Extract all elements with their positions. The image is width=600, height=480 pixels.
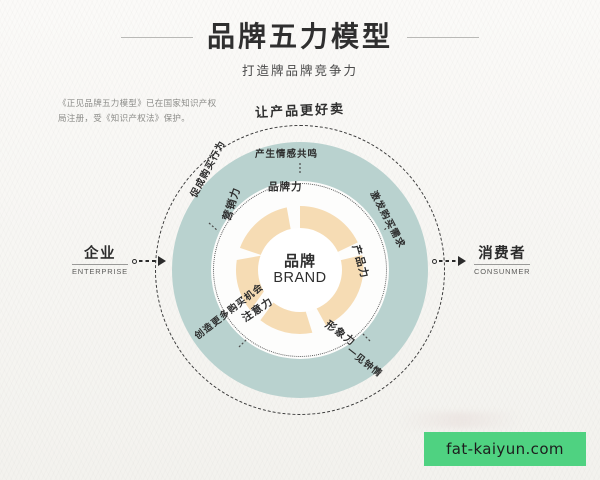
enterprise-arrow-connector (131, 256, 166, 267)
center-label-cn: 品牌 (283, 252, 316, 270)
title-row: 品牌五力模型 (0, 21, 600, 53)
petal-segment-2 (310, 254, 364, 326)
circle-node-icon (131, 258, 137, 264)
arrow-right-icon (157, 256, 166, 267)
legal-note: 《正见品牌五力模型》已在国家知识产权局注册，受《知识产权法》保护。 (58, 98, 217, 123)
inner-label-brand-power: 品牌力 (268, 181, 303, 193)
endpoint-consumer: 消费者 CONSUNMER (432, 246, 531, 277)
title-rule-left (120, 36, 193, 38)
endpoint-consumer-cn: 消费者 (474, 246, 531, 266)
brand-five-force-diagram: 品牌 BRAND 品牌力 产品力 形象力 注意力 营销力 产生情感共鸣 激发购买… (155, 125, 445, 415)
watermark-text: fat-kaiyun.com (446, 440, 564, 458)
endpoint-consumer-text: 消费者 CONSUNMER (474, 246, 531, 277)
dashed-line-icon (138, 260, 156, 262)
label-connectors (208, 163, 393, 348)
page-title: 品牌五力模型 (206, 21, 393, 52)
circle-node-icon (432, 258, 437, 264)
inner-dotted-ring (213, 183, 387, 357)
title-rule-right (407, 36, 479, 38)
outer-label-emotional-resonance: 产生情感共鸣 (255, 149, 319, 160)
header: 品牌五力模型 打造牌品牌竞争力 (0, 21, 600, 79)
endpoint-enterprise-cn: 企业 (72, 246, 128, 266)
endpoint-consumer-en: CONSUNMER (474, 267, 531, 277)
arrow-right-icon (458, 256, 466, 267)
consumer-arrow-connector (432, 256, 466, 267)
watermark-smudge (400, 412, 520, 428)
dashed-line-icon (439, 260, 456, 262)
page-subtitle: 打造牌品牌竞争力 (241, 63, 358, 78)
arc-caption: 让产品更好卖 (254, 101, 346, 120)
center-label-en: BRAND (273, 269, 327, 286)
endpoint-enterprise-text: 企业 ENTERPRISE (72, 246, 128, 276)
endpoint-enterprise: 企业 ENTERPRISE (72, 246, 166, 276)
outer-dashed-ring (155, 125, 445, 415)
watermark-badge: fat-kaiyun.com (424, 432, 586, 466)
endpoint-enterprise-en: ENTERPRISE (72, 267, 128, 277)
